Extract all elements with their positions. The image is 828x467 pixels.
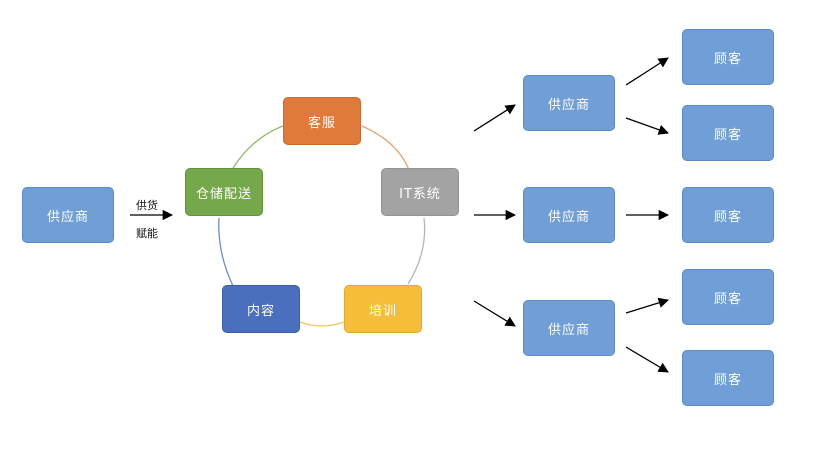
customer-label-3: 顾客 <box>713 209 742 225</box>
customer-box-4: 顾客 <box>682 269 774 325</box>
cycle-arc-it-training <box>407 217 426 285</box>
supplier-mid-box-1: 供应商 <box>523 75 615 131</box>
customer-box-5: 顾客 <box>682 350 774 406</box>
customer-label-2: 顾客 <box>713 127 742 143</box>
cycle-node-warehouse: 仓储配送 <box>185 168 263 216</box>
customer-label-1: 顾客 <box>713 51 742 67</box>
customer-box-1: 顾客 <box>682 29 774 85</box>
cycle-arc-warehouse-service <box>232 125 284 169</box>
cycle-node-training: 培训 <box>344 285 422 333</box>
arrow-cycle-to-supplier-1 <box>473 104 516 132</box>
cycle-node-content-label: 内容 <box>246 303 275 319</box>
cycle-arc-training-content <box>299 321 345 327</box>
supplier-mid-label-3: 供应商 <box>547 322 590 338</box>
customer-box-3: 顾客 <box>682 187 774 243</box>
supplier-left-label: 供应商 <box>46 209 89 225</box>
supplier-mid-box-3: 供应商 <box>523 300 615 356</box>
cycle-arc-service-it <box>361 125 410 171</box>
cycle-node-content: 内容 <box>222 285 300 333</box>
supplier-left-box: 供应商 <box>22 187 114 243</box>
arrow-cycle-to-supplier-3 <box>473 300 516 327</box>
cycle-node-service-label: 客服 <box>307 115 336 131</box>
cycle-node-service: 客服 <box>283 97 361 145</box>
supply-label: 供货 <box>136 199 158 212</box>
empower-label: 赋能 <box>136 227 158 240</box>
cycle-node-warehouse-label: 仓储配送 <box>195 186 252 202</box>
customer-box-2: 顾客 <box>682 105 774 161</box>
supplier-mid-label-2: 供应商 <box>547 209 590 225</box>
arrow-supplier3-customer5 <box>625 346 669 373</box>
arrow-supplier1-customer1 <box>625 57 669 86</box>
customer-label-4: 顾客 <box>713 291 742 307</box>
arrow-supplier1-customer2 <box>625 117 669 135</box>
cycle-node-training-label: 培训 <box>368 303 397 319</box>
cycle-arc-content-warehouse <box>218 217 234 287</box>
cycle-node-it-label: IT系统 <box>399 186 441 202</box>
customer-label-5: 顾客 <box>713 372 742 388</box>
arrow-supplier3-customer4 <box>625 297 669 314</box>
supplier-mid-box-2: 供应商 <box>523 187 615 243</box>
cycle-node-it: IT系统 <box>381 168 459 216</box>
supplier-mid-label-1: 供应商 <box>547 97 590 113</box>
